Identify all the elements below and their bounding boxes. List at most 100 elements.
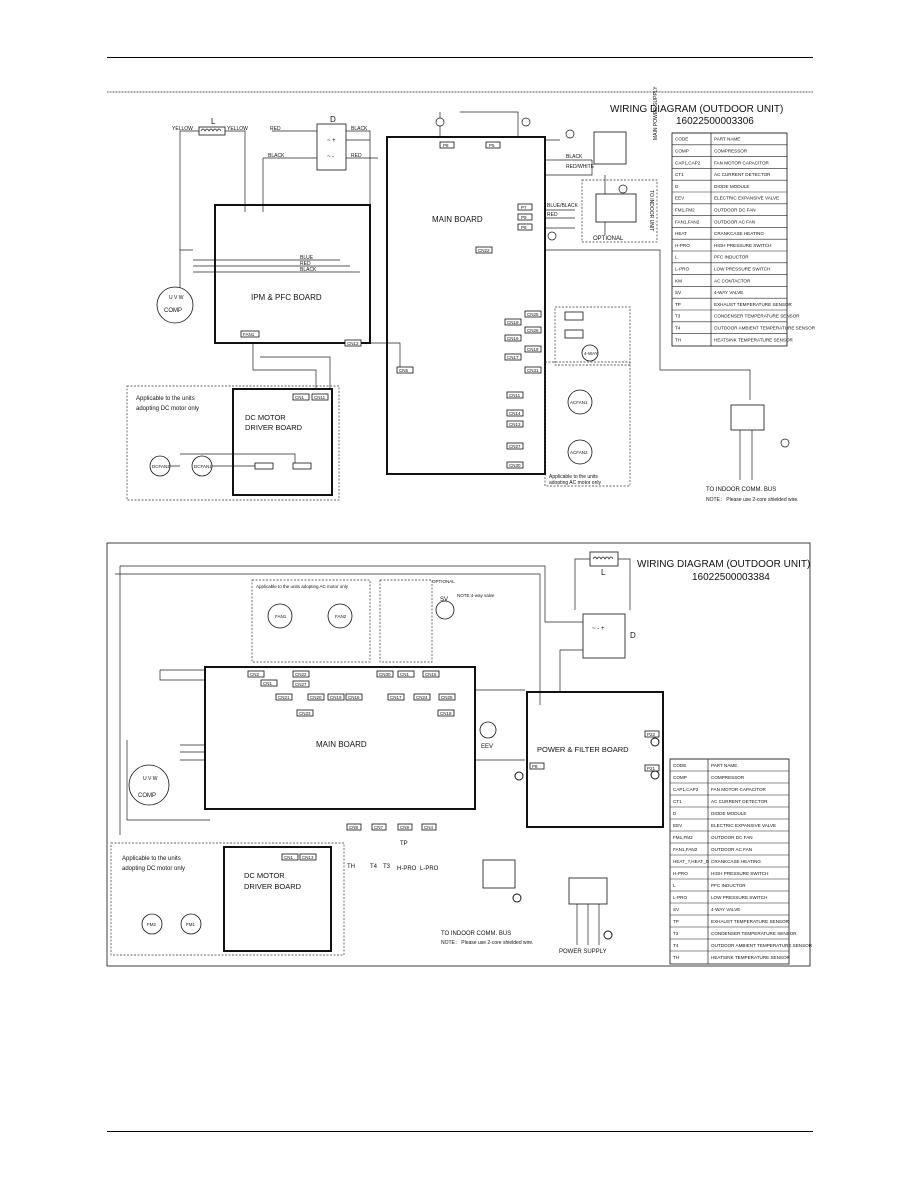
svg-text:FM1: FM1: [186, 922, 195, 927]
compressor-symbol: [156, 286, 194, 324]
svg-text:CN17: CN17: [390, 695, 402, 700]
legend-part-name: OUTDOOR DC FAN: [714, 207, 756, 212]
legend-code: CAP1,CAP2: [673, 787, 699, 792]
svg-text:CN1: CN1: [284, 855, 293, 860]
svg-text:P21: P21: [647, 766, 656, 771]
legend-part-name: OUTDOOR AMBIENT TEMPERATURE SENSOR: [714, 325, 816, 330]
legend-part-name: DIODE MODULE: [714, 184, 749, 189]
inductor-label: L: [211, 117, 216, 126]
svg-text:RED: RED: [547, 212, 558, 218]
to-indoor-comm-1: TO INDOOR COMM. BUS: [706, 487, 776, 493]
main-board: [386, 136, 546, 475]
dc-driver-2-line1: DC MOTOR: [244, 871, 285, 880]
svg-text:U V W: U V W: [143, 776, 158, 782]
inductor-symbol: [198, 126, 226, 136]
svg-text:CN24: CN24: [416, 695, 428, 700]
legend-code: TH: [675, 337, 681, 342]
legend-code: L-PRO: [675, 266, 689, 271]
svg-text:P9: P9: [521, 215, 527, 220]
legend-code: T3: [675, 314, 681, 319]
wires: [179, 130, 378, 300]
sv-symbol: [435, 600, 455, 620]
svg-text:CN1: CN1: [295, 395, 304, 400]
svg-text:CN9: CN9: [400, 825, 409, 830]
legend-part-name: AC CURRENT DETECTOR: [711, 799, 768, 804]
legend-part-name: ELECTRIC EXPANSIVE VALVE: [714, 196, 779, 201]
eev-symbol: [479, 721, 497, 739]
dc-note-2-line1: Applicable to the units: [122, 856, 181, 862]
legend-part-name: OUTDOOR DC FAN: [711, 835, 753, 840]
legend-part-name: OUTDOOR AC FAN: [711, 847, 752, 852]
svg-text:~ - +: ~ - +: [592, 626, 605, 632]
diagram1-code: 16022500003306: [676, 116, 754, 127]
inductor2-symbol: [589, 551, 619, 567]
legend-code: CAP1,CAP2: [675, 160, 701, 165]
svg-text:FAN2: FAN2: [335, 614, 347, 619]
legend-part-name: PART NAME: [714, 137, 740, 142]
svg-text:CN1: CN1: [263, 681, 272, 686]
svg-text:CN18: CN18: [440, 711, 452, 716]
svg-text:CN31: CN31: [527, 368, 539, 373]
legend-code: L: [675, 255, 678, 260]
legend-code: CT1: [673, 799, 682, 804]
svg-text:CN22: CN22: [295, 672, 307, 677]
diode-module: [316, 123, 347, 171]
legend-part-name: AC CONTACTOR: [714, 278, 751, 283]
legend-code: T4: [675, 325, 681, 330]
ac-note-line1: Applicable to the units: [549, 474, 598, 480]
legend-part-name: CONDENSER TEMPERATURE SENSOR: [711, 931, 797, 936]
svg-text:P7: P7: [521, 205, 527, 210]
header-rule: [107, 57, 813, 58]
svg-text:CN33: CN33: [299, 711, 311, 716]
svg-text:BLACK: BLACK: [566, 154, 583, 160]
diagram1-title: WIRING DIAGRAM (OUTDOOR UNIT): [610, 104, 783, 115]
main-board-2: [204, 666, 476, 810]
legend-part-name: DIODE MODULE: [711, 811, 746, 816]
svg-text:TP: TP: [400, 841, 408, 847]
svg-text:TH: TH: [347, 864, 355, 870]
svg-text:CN4: CN4: [424, 825, 433, 830]
legend-code: COMP: [675, 148, 689, 153]
eev-label: EEV: [481, 744, 493, 750]
ground-symbols-2: [512, 737, 660, 940]
diagram2-title: WIRING DIAGRAM (OUTDOOR UNIT): [637, 559, 810, 570]
ipm-pfc-board: [214, 204, 371, 344]
legend-code: H-PRO: [673, 871, 688, 876]
inductor-coil: [200, 128, 222, 132]
legend-code: D: [675, 184, 679, 189]
footer-rule: [107, 1131, 813, 1132]
svg-text:L-PRO: L-PRO: [420, 866, 439, 872]
fan2-symbol: [327, 603, 353, 629]
legend-part-name: 4-WAY VALVE: [714, 290, 743, 295]
svg-text:BLUE: BLUE: [300, 255, 314, 261]
svg-text:CN1: CN1: [400, 672, 409, 677]
svg-text:NOTE:4-way valve: NOTE:4-way valve: [457, 593, 495, 598]
svg-text:CN13: CN13: [347, 341, 359, 346]
legend-code: TH: [673, 955, 679, 960]
svg-text:CN25: CN25: [441, 695, 453, 700]
svg-text:CN27: CN27: [509, 444, 521, 449]
legend-part-name: AC CURRENT DETECTOR: [714, 172, 771, 177]
svg-text:CN15: CN15: [425, 672, 437, 677]
ground-symbols-1: [435, 117, 790, 448]
svg-text:DCFAN2: DCFAN2: [152, 464, 170, 469]
fan1-symbol: [267, 603, 293, 629]
svg-text:FAN1: FAN1: [275, 614, 287, 619]
ipm-board-label: IPM & PFC BOARD: [251, 293, 322, 302]
comp2-label: COMP: [138, 793, 156, 799]
svg-text:CN16: CN16: [507, 336, 519, 341]
svg-text:T3: T3: [383, 864, 391, 870]
svg-text:ACFAN1: ACFAN1: [570, 400, 588, 405]
compressor2-symbol: [128, 764, 170, 806]
dc-driver-line1: DC MOTOR: [245, 413, 286, 422]
acfan2-symbol: [567, 439, 593, 465]
svg-text:RED: RED: [270, 126, 281, 132]
connector-tags-1: P8 P5 P7 P9 P6 CN22 CN25 CN18 CN26 CN16 …: [240, 141, 542, 469]
acfan1-symbol: [567, 389, 593, 415]
legend-code: CODE: [673, 763, 686, 768]
legend-code: CT1: [675, 172, 684, 177]
diode-label: D: [330, 115, 336, 124]
legend-code: CODE: [675, 137, 688, 142]
optional-label: OPTIONAL: [593, 236, 624, 242]
